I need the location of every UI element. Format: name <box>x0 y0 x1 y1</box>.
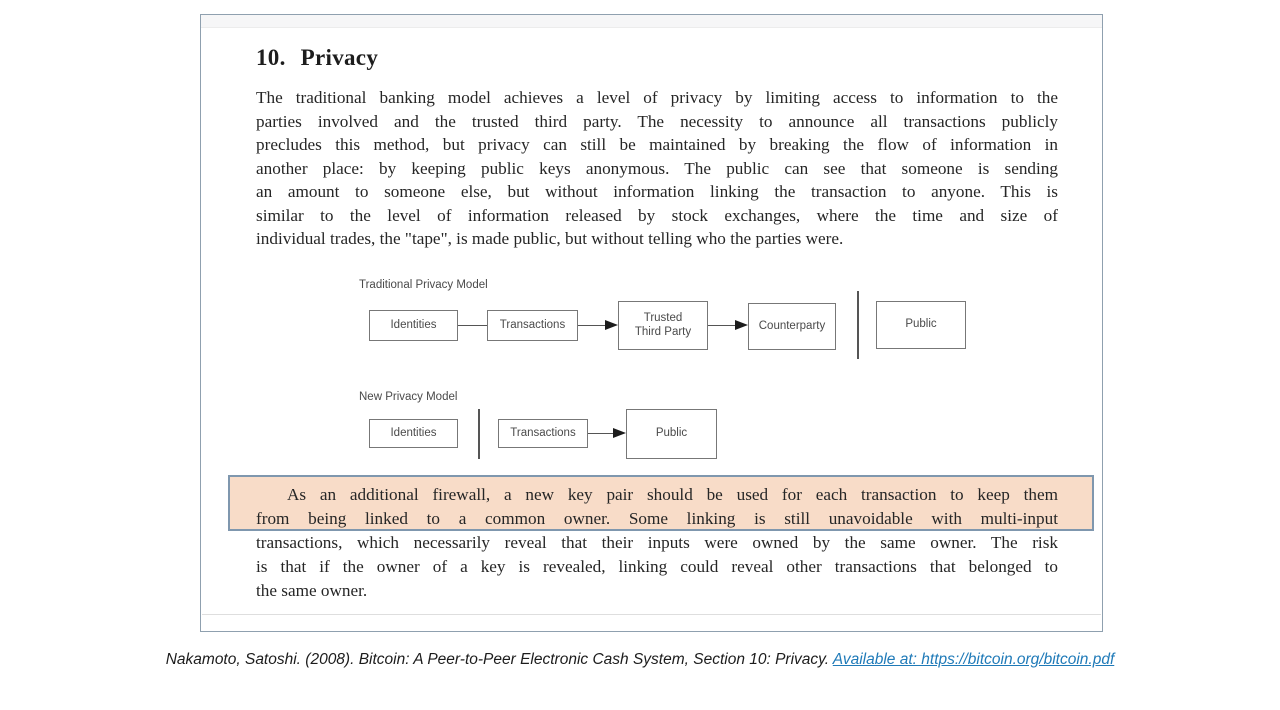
paragraph-1-line: an amount to someone else, but without i… <box>256 182 1058 201</box>
paragraph-1-line: similar to the level of information rele… <box>256 205 1058 225</box>
highlight-box <box>228 475 1094 531</box>
section-number: 10. <box>256 45 286 70</box>
connector-line <box>458 324 487 327</box>
paragraph-1: The traditional banking model achieves a… <box>256 86 1058 251</box>
box-label: Public <box>905 318 937 331</box>
arrow-right-icon <box>613 428 626 438</box>
connector-line <box>578 324 606 327</box>
privacy-divider-line <box>857 291 859 359</box>
paragraph-2-line: transactions, which necessarily reveal t… <box>256 533 1058 552</box>
citation-link[interactable]: Available at: https://bitcoin.org/bitcoi… <box>832 651 1115 668</box>
paragraph-1-line: another place: by keeping public keys an… <box>256 158 1058 178</box>
diagram-box-counterparty: Counterparty <box>748 303 836 350</box>
page-top-strip <box>201 15 1102 28</box>
paper-page: 10. Privacy The traditional banking model… <box>200 14 1103 632</box>
box-label: Identities <box>390 318 437 331</box>
page-bottom-divider <box>202 614 1101 615</box>
box-label: Trusted <box>643 312 683 324</box>
diagram-box-public: Public <box>626 409 717 459</box>
box-label: Public <box>655 427 688 440</box>
paragraph-2-highlighted-line: from being linked to a common owner. Som… <box>256 509 1058 528</box>
box-label: Identities <box>390 426 437 439</box>
citation: Nakamoto, Satoshi. (2008). Bitcoin: A Pe… <box>0 651 1280 669</box>
paragraph-2: As an additional firewall, a new key pai… <box>256 483 1058 603</box>
paragraph-1-line: individual trades, the "tape", is made p… <box>256 229 844 248</box>
traditional-privacy-model-label: Traditional Privacy Model <box>359 279 488 291</box>
paragraph-1-line: The traditional banking model achieves a… <box>256 88 1058 107</box>
paragraph-2-highlighted-line: As an additional firewall, a new key pai… <box>287 485 1058 504</box>
diagram-box-public: Public <box>876 301 966 349</box>
privacy-divider-line <box>478 409 480 459</box>
arrow-right-icon <box>735 320 748 330</box>
paragraph-2-line: is that if the owner of a key is reveale… <box>256 557 1058 576</box>
box-label: Third Party <box>634 325 692 338</box>
box-label: Transactions <box>499 318 566 331</box>
section-title-text: Privacy <box>300 45 379 70</box>
box-label: Counterparty <box>758 319 826 332</box>
connector-line <box>708 324 736 327</box>
diagram-box-identities: Identities <box>369 310 458 341</box>
paragraph-2-line: the same owner. <box>256 581 368 600</box>
diagram-box-identities: Identities <box>369 419 458 448</box>
paragraph-1-line: parties involved and the trusted third p… <box>256 111 1058 131</box>
diagram-box-trusted-third-party: Trusted Third Party <box>618 301 708 350</box>
section-title: 10. Privacy <box>256 45 378 71</box>
box-label: Transactions <box>510 426 576 439</box>
diagram-box-transactions: Transactions <box>498 419 588 448</box>
diagram-box-transactions: Transactions <box>487 310 578 341</box>
connector-line <box>588 432 614 435</box>
new-privacy-model-label: New Privacy Model <box>359 391 458 403</box>
arrow-right-icon <box>605 320 618 330</box>
citation-text: Nakamoto, Satoshi. (2008). Bitcoin: A Pe… <box>165 651 833 668</box>
paragraph-1-line: precludes this method, but privacy can s… <box>256 135 1058 154</box>
